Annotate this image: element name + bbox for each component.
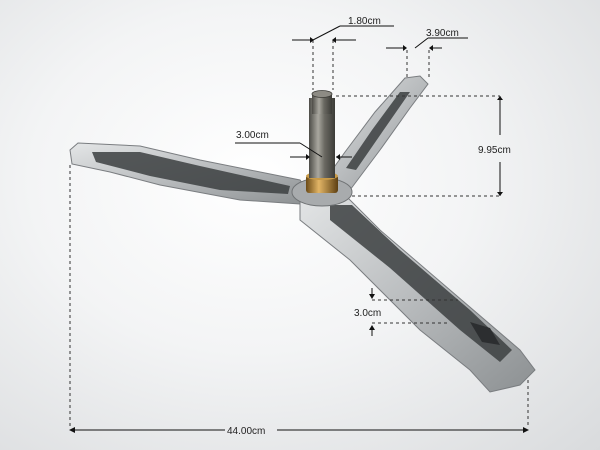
lower-right-arm-rib [330, 205, 512, 362]
lower-right-arm-slot [470, 322, 500, 345]
dim-arm-thickness: 3.0cm [354, 308, 381, 319]
shaft-tip [311, 90, 333, 98]
dim-arm-tip-width: 3.90cm [426, 28, 459, 39]
dim-shaft-height: 9.95cm [478, 145, 511, 156]
dim-shaft-diameter: 3.00cm [236, 130, 269, 141]
shaft-bushing [306, 175, 338, 193]
left-arm-rib [92, 152, 290, 194]
shaft-collar [312, 94, 332, 114]
upper-right-arm-rib [346, 92, 410, 170]
dim-total-span: 44.00cm [227, 426, 265, 437]
dim-shaft-top-width: 1.80cm [348, 16, 381, 27]
